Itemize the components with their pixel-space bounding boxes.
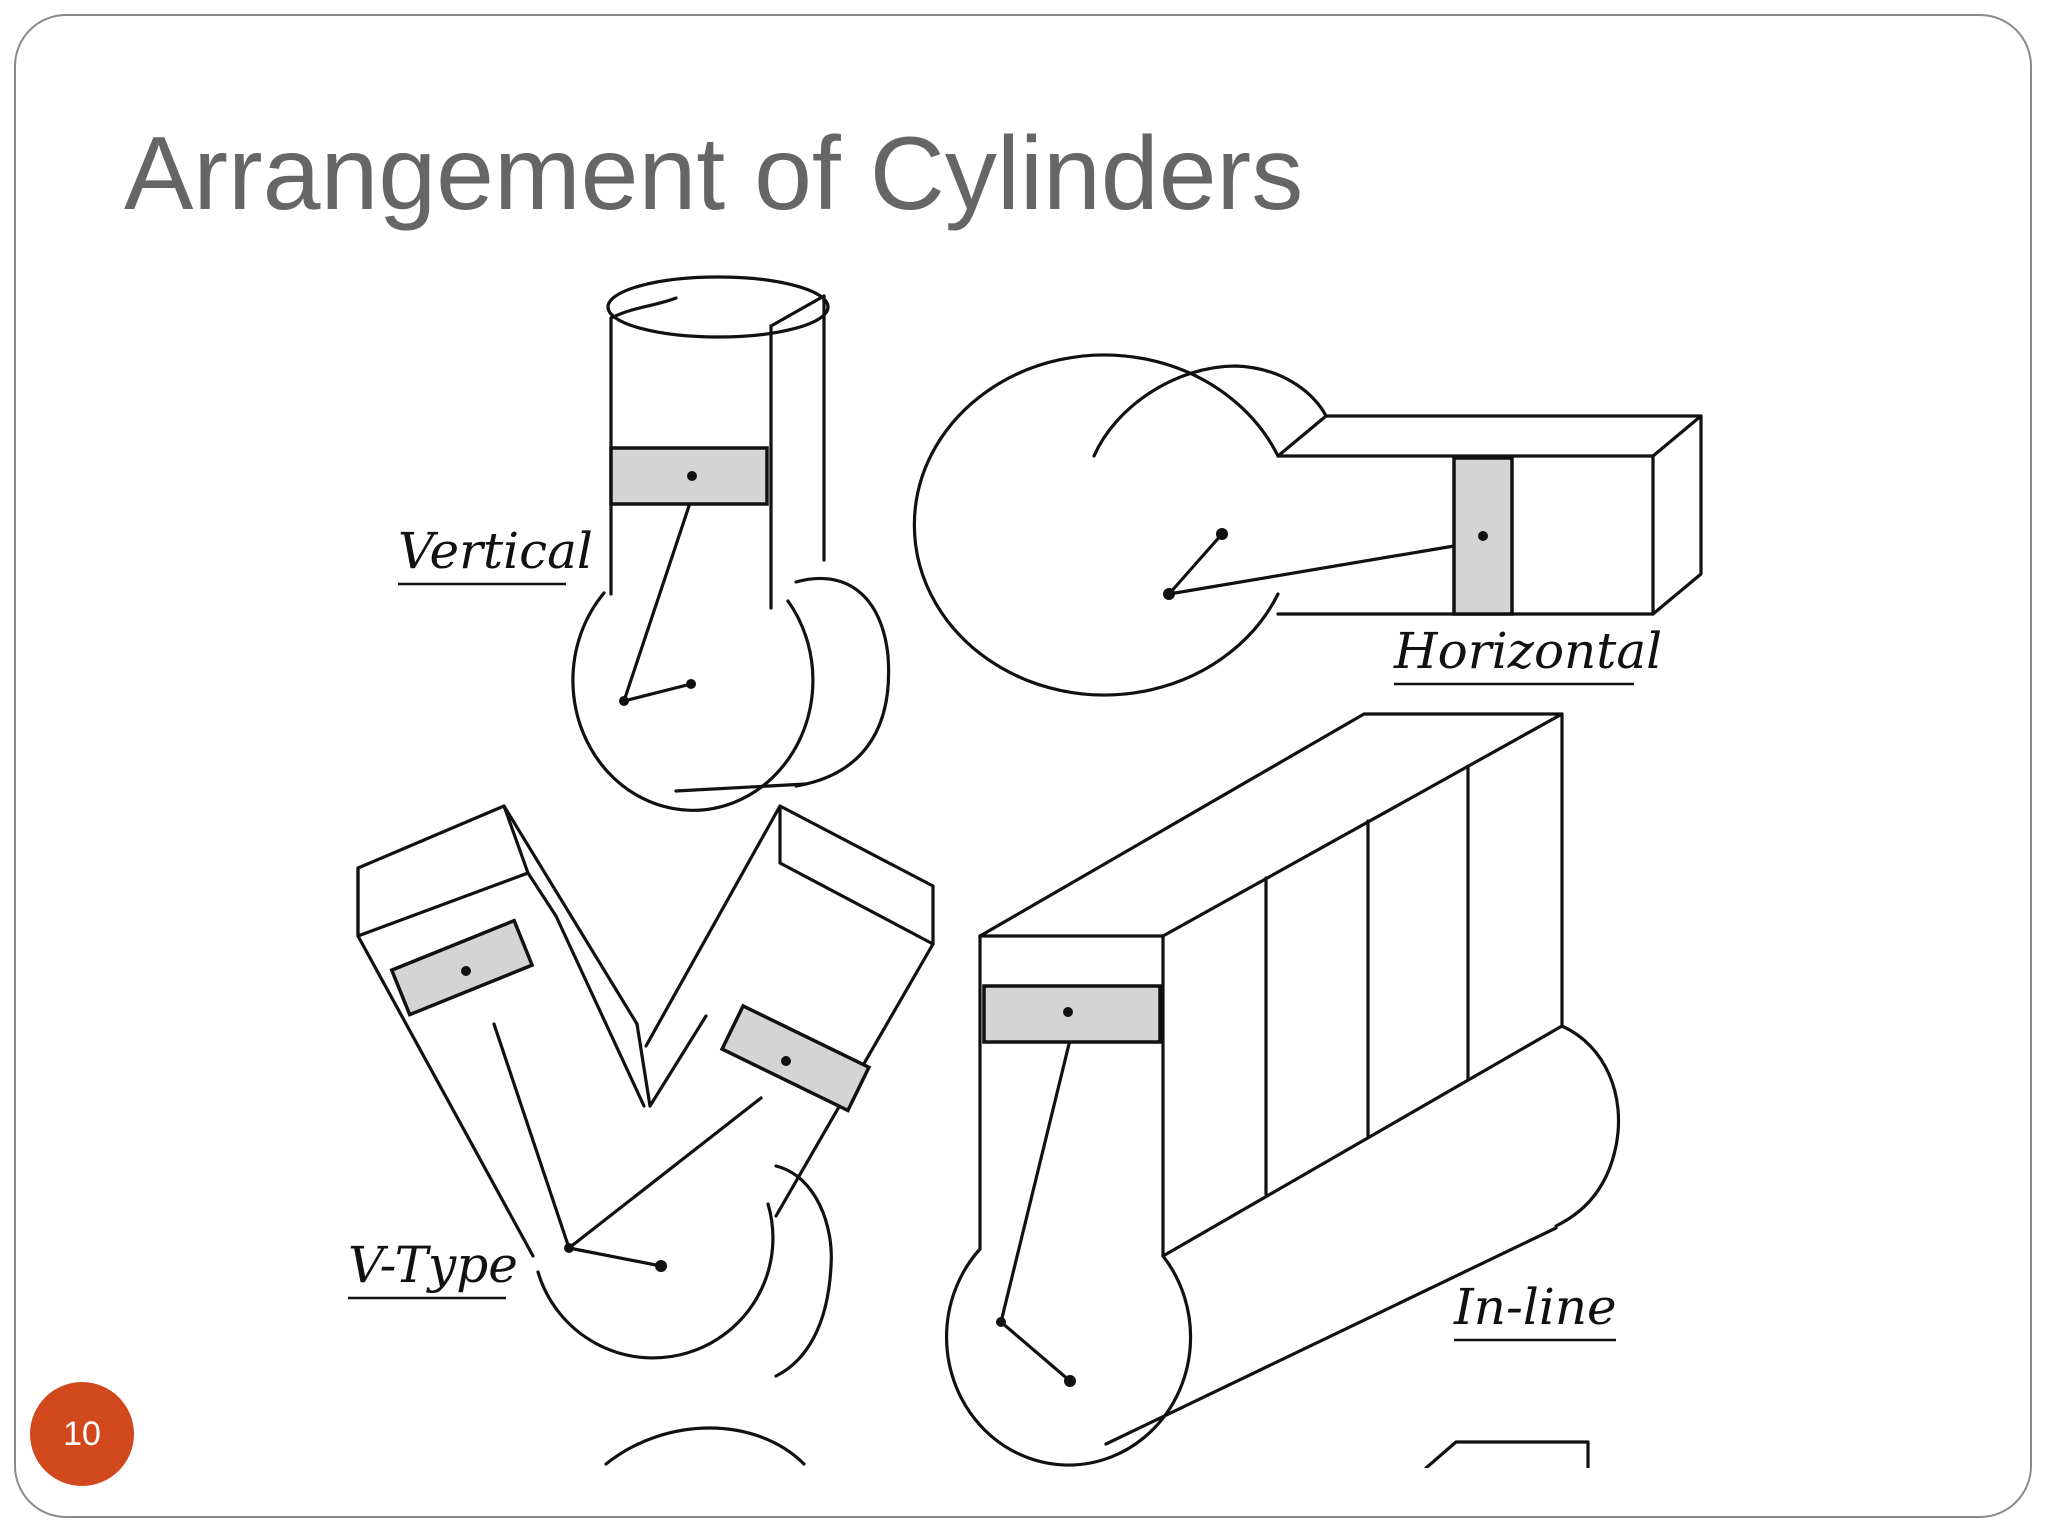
- label-vertical: Vertical: [398, 522, 593, 580]
- slide-frame: Arrangement of Cylinders Vertical: [14, 14, 2032, 1518]
- horizontal-engine-drawing: [912, 353, 1703, 697]
- v-right-piston: [719, 1003, 872, 1113]
- page-number-badge: 10: [30, 1382, 134, 1486]
- label-v-type: V-Type: [348, 1236, 518, 1294]
- cylinder-arrangement-diagram: Vertical Horizontal: [348, 275, 1703, 1468]
- v-type-engine-drawing: [356, 804, 935, 1466]
- label-in-line: In-line: [1453, 1278, 1617, 1336]
- vertical-engine-drawing: [571, 275, 891, 812]
- in-line-engine-drawing: [945, 712, 1621, 1468]
- slide-title: Arrangement of Cylinders: [124, 116, 1304, 232]
- label-horizontal: Horizontal: [1393, 622, 1662, 680]
- v-left-piston: [389, 918, 535, 1017]
